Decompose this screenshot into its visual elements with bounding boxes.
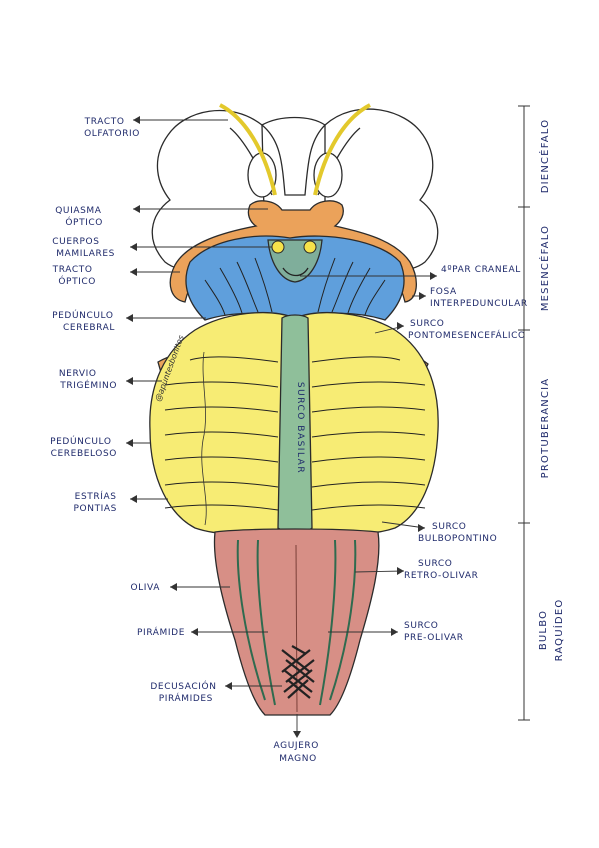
mamillary-bodies bbox=[267, 239, 323, 283]
label-pedunculo-cerebeloso: PEDÚNCULO CEREBELOSO bbox=[50, 435, 117, 459]
label-decusacion-piramides-l2: PIRÁMIDES bbox=[159, 692, 213, 704]
label-piramide-l1: PIRÁMIDE bbox=[137, 626, 185, 638]
labels-right: 4ºPAR CRANEAL FOSA INTERPEDUNCULAR SURCO… bbox=[404, 265, 528, 643]
label-quiasma-optico: QUIASMA ÓPTICO bbox=[55, 206, 105, 228]
label-pedunculo-cerebral: PEDÚNCULO CEREBRAL bbox=[52, 309, 117, 333]
label-surco-pontomesencefalico-l2: PONTOMESENCEFÁLICO bbox=[408, 329, 526, 341]
label-surco-bulbopontino: SURCO BULBOPONTINO bbox=[418, 522, 497, 544]
label-pedunculo-cerebeloso-l1: PEDÚNCULO bbox=[50, 435, 111, 447]
pontine-stripe-right bbox=[311, 356, 401, 363]
pontine-stripe-right bbox=[311, 406, 426, 413]
watermark-line bbox=[201, 351, 207, 526]
labels-left: TRACTO OLFATORIO QUIASMA ÓPTICO CUERPOS … bbox=[50, 117, 220, 704]
pontine-stripe-left bbox=[164, 481, 279, 488]
region-raquideo: RAQUÍDEO bbox=[552, 599, 565, 662]
pontine-stripe-left bbox=[164, 456, 279, 463]
label-tracto-olfatorio-l1: TRACTO bbox=[84, 117, 125, 127]
label-par-craneal-l1: 4ºPAR CRANEAL bbox=[441, 265, 521, 275]
label-tracto-optico: TRACTO ÓPTICO bbox=[52, 265, 96, 287]
label-surco-bulbopontino-l2: BULBOPONTINO bbox=[418, 534, 497, 544]
pontine-stripe-left bbox=[164, 406, 279, 413]
pontine-stripe-right bbox=[311, 504, 426, 511]
label-surco-retro-olivar-l2: RETRO-OLIVAR bbox=[404, 571, 478, 581]
pyramidal-decussation bbox=[281, 645, 315, 699]
label-decusacion-piramides: DECUSACIÓN PIRÁMIDES bbox=[150, 680, 220, 704]
label-surco-pontomesencefalico-l1: SURCO bbox=[410, 319, 444, 329]
basilar-sulcus bbox=[277, 314, 313, 534]
label-surco-retro-olivar: SURCO RETRO-OLIVAR bbox=[404, 559, 478, 581]
pontine-stripe-left bbox=[164, 504, 279, 511]
label-oliva: OLIVA bbox=[131, 583, 161, 593]
label-surco-pre-olivar-l1: SURCO bbox=[404, 621, 438, 631]
label-cuerpos-mamilares-l1: CUERPOS bbox=[52, 237, 99, 247]
region-bracket bbox=[518, 105, 530, 721]
label-surco-retro-olivar-l1: SURCO bbox=[418, 559, 452, 569]
pontine-stripe-right bbox=[311, 481, 426, 488]
pontine-stripe-left bbox=[189, 356, 279, 363]
label-quiasma-optico-l1: QUIASMA bbox=[55, 206, 102, 216]
label-fosa-interpeduncular: FOSA INTERPEDUNCULAR bbox=[430, 287, 528, 309]
label-agujero-magno: AGUJERO MAGNO bbox=[274, 741, 323, 764]
pontine-striations bbox=[164, 356, 426, 511]
pontine-stripe-left bbox=[164, 431, 279, 438]
label-pedunculo-cerebral-l1: PEDÚNCULO bbox=[52, 309, 113, 321]
label-estrias-pontias: ESTRÍAS PONTIAS bbox=[74, 490, 120, 514]
label-tracto-olfatorio-l2: OLFATORIO bbox=[84, 129, 140, 139]
label-tracto-optico-l2: ÓPTICO bbox=[58, 275, 96, 287]
region-bulbo: BULBO bbox=[538, 610, 549, 650]
medulla-lines bbox=[236, 539, 357, 713]
label-pedunculo-cerebral-l2: CEREBRAL bbox=[63, 323, 115, 333]
label-fosa-interpeduncular-l2: INTERPEDUNCULAR bbox=[430, 299, 528, 309]
label-pedunculo-cerebeloso-l2: CEREBELOSO bbox=[51, 449, 117, 459]
label-par-craneal: 4ºPAR CRANEAL bbox=[441, 265, 521, 275]
arrowheads bbox=[126, 116, 437, 738]
label-nervio-trigemino-l1: NERVIO bbox=[59, 369, 97, 379]
label-decusacion-piramides-l1: DECUSACIÓN bbox=[150, 680, 216, 692]
region-protuberancia: PROTUBERANCIA bbox=[540, 378, 551, 479]
region-diencefalo: DIENCÉFALO bbox=[538, 119, 551, 194]
label-surco-bulbopontino-l1: SURCO bbox=[432, 522, 466, 532]
pontine-stripe-left bbox=[164, 381, 279, 388]
label-agujero-magno-l1: AGUJERO bbox=[274, 741, 319, 751]
region-mesencefalo: MESENCÉFALO bbox=[538, 225, 551, 311]
pontine-stripe-right bbox=[311, 381, 426, 388]
label-tracto-olfatorio: TRACTO OLFATORIO bbox=[84, 117, 140, 139]
label-fosa-interpeduncular-l1: FOSA bbox=[430, 287, 457, 297]
olfactory-tracts bbox=[219, 103, 371, 196]
label-nervio-trigemino: NERVIO TRIGÉMINO bbox=[59, 369, 117, 391]
label-nervio-trigemino-l2: TRIGÉMINO bbox=[59, 379, 117, 391]
label-cuerpos-mamilares: CUERPOS MAMILARES bbox=[52, 237, 115, 259]
label-estrias-pontias-l1: ESTRÍAS bbox=[75, 490, 117, 502]
label-oliva-l1: OLIVA bbox=[131, 583, 161, 593]
label-surco-basilar: SURCO BASILAR bbox=[295, 382, 305, 474]
label-surco-pre-olivar: SURCO PRE-OLIVAR bbox=[404, 621, 464, 643]
label-estrias-pontias-l2: PONTIAS bbox=[74, 504, 117, 514]
label-surco-pre-olivar-l2: PRE-OLIVAR bbox=[404, 633, 464, 643]
label-tracto-optico-l1: TRACTO bbox=[52, 265, 93, 275]
label-surco-pontomesencefalico: SURCO PONTOMESENCEFÁLICO bbox=[408, 319, 526, 341]
label-piramide: PIRÁMIDE bbox=[137, 626, 185, 638]
pontine-stripe-right bbox=[311, 431, 426, 438]
label-quiasma-optico-l2: ÓPTICO bbox=[65, 216, 103, 228]
label-agujero-magno-l2: MAGNO bbox=[279, 754, 317, 764]
peduncle-striations bbox=[204, 257, 386, 316]
label-cuerpos-mamilares-l2: MAMILARES bbox=[56, 249, 115, 259]
pontine-stripe-right bbox=[311, 456, 426, 463]
